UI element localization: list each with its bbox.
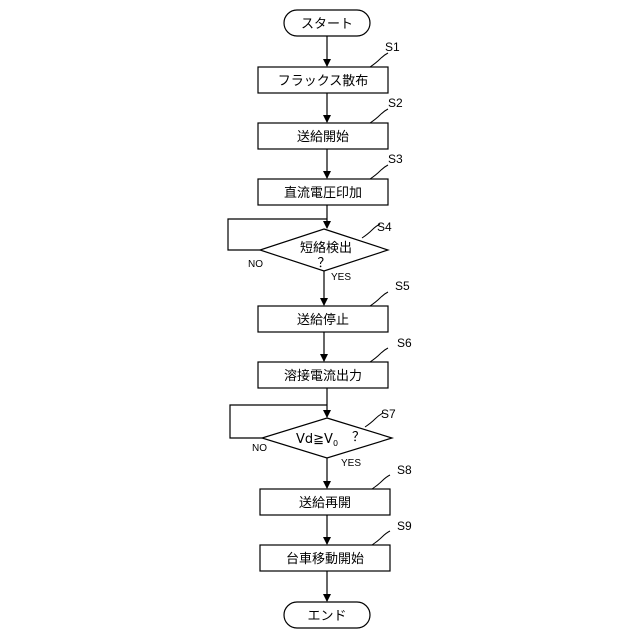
step-s5-id: S5 [395, 279, 410, 293]
decision-s4-no: NO [248, 259, 263, 270]
step-s9-leader [372, 531, 390, 545]
step-s5-label: 送給停止 [297, 312, 349, 328]
decision-s7-yes: YES [341, 458, 361, 469]
step-s2-label: 送給開始 [297, 130, 349, 145]
step-s1-id: S1 [385, 40, 400, 54]
decision-s4: 短絡検出 ？ S4 NO YES [248, 220, 392, 283]
step-s6: 溶接電流出力 S6 [258, 336, 412, 388]
decision-s7: Vd≧V0 ？ S7 NO YES [252, 407, 396, 469]
start-label: スタート [301, 17, 353, 32]
step-s8-id: S8 [397, 463, 412, 477]
step-s1-label: フラックス散布 [278, 74, 369, 89]
decision-s4-label: 短絡検出 [300, 240, 352, 256]
step-s5-leader [370, 292, 388, 306]
step-s2-leader [370, 109, 388, 123]
step-s9-label: 台車移動開始 [286, 552, 364, 567]
step-s6-id: S6 [397, 336, 412, 350]
step-s8: 送給再開 S8 [260, 463, 412, 515]
step-s9: 台車移動開始 S9 [260, 519, 412, 571]
end-label: エンド [307, 609, 346, 624]
step-s6-label: 溶接電流出力 [284, 368, 362, 384]
decision-s7-no: NO [252, 443, 267, 454]
end-terminal: エンド [284, 602, 370, 628]
step-s6-leader [370, 348, 388, 362]
step-s8-leader [372, 475, 390, 489]
step-s3-leader [370, 165, 388, 179]
step-s1-leader [370, 53, 388, 67]
decision-s7-label: Vd≧V0 [296, 432, 338, 448]
decision-s7-id: S7 [381, 407, 396, 421]
step-s5: 送給停止 S5 [258, 279, 410, 332]
step-s3-label: 直流電圧印加 [284, 186, 362, 201]
step-s8-label: 送給再開 [299, 496, 351, 511]
step-s2-id: S2 [388, 96, 403, 110]
start-terminal: スタート [284, 10, 370, 36]
decision-s7-question: ？ [352, 430, 365, 445]
decision-s4-id: S4 [377, 220, 392, 234]
step-s1: フラックス散布 S1 [258, 40, 400, 93]
step-s3: 直流電圧印加 S3 [258, 152, 403, 205]
decision-s4-yes: YES [331, 272, 351, 283]
step-s9-id: S9 [397, 519, 412, 533]
step-s2: 送給開始 S2 [258, 96, 403, 149]
step-s3-id: S3 [388, 152, 403, 166]
decision-s4-question: ？ [317, 256, 330, 271]
